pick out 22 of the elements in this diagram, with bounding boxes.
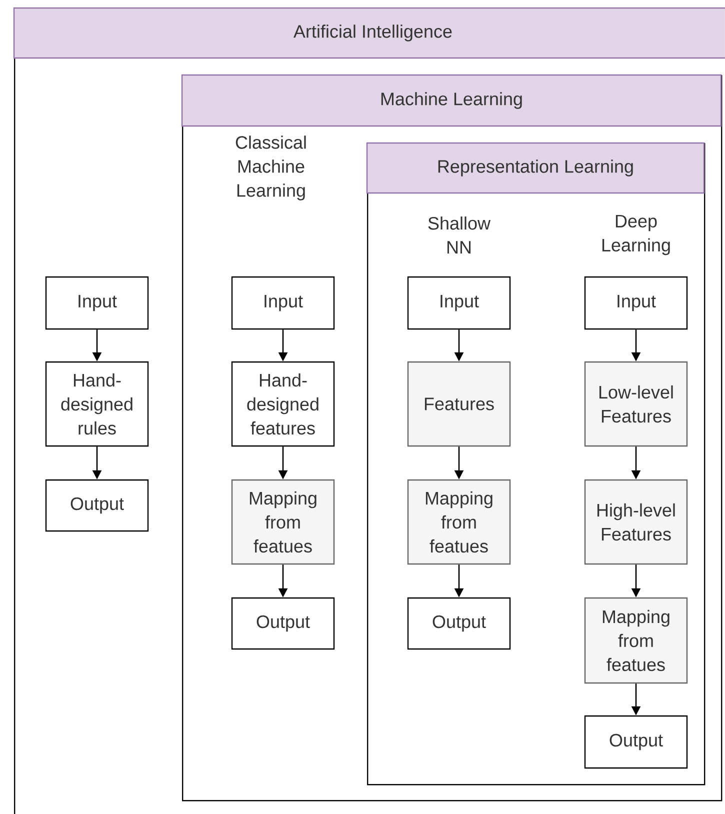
- column-title: Shallow NN: [428, 216, 491, 254]
- process-box: Input: [407, 276, 511, 330]
- process-box: Input: [584, 276, 688, 330]
- process-box: Output: [231, 597, 335, 650]
- header-band: Representation Learning: [366, 142, 705, 194]
- process-box: Output: [45, 479, 149, 532]
- feature-box: Low-level Features: [584, 361, 688, 447]
- column-title: Deep Learning: [602, 214, 670, 256]
- process-box: Input: [45, 276, 149, 330]
- process-box: Input: [231, 276, 335, 330]
- header-band: Machine Learning: [181, 74, 722, 127]
- process-box: Hand-designed features: [231, 361, 335, 447]
- feature-box: Mapping from featues: [231, 479, 335, 565]
- process-box: Output: [584, 715, 688, 769]
- process-box: Output: [407, 597, 511, 650]
- feature-box: Mapping from featues: [584, 597, 688, 684]
- column-title: Classical Machine Learning: [236, 136, 306, 200]
- feature-box: Mapping from featues: [407, 479, 511, 565]
- feature-box: High-level Features: [584, 479, 688, 565]
- header-band: Artificial Intelligence: [13, 7, 725, 59]
- feature-box: Features: [407, 361, 511, 447]
- process-box: Hand-designed rules: [45, 361, 149, 447]
